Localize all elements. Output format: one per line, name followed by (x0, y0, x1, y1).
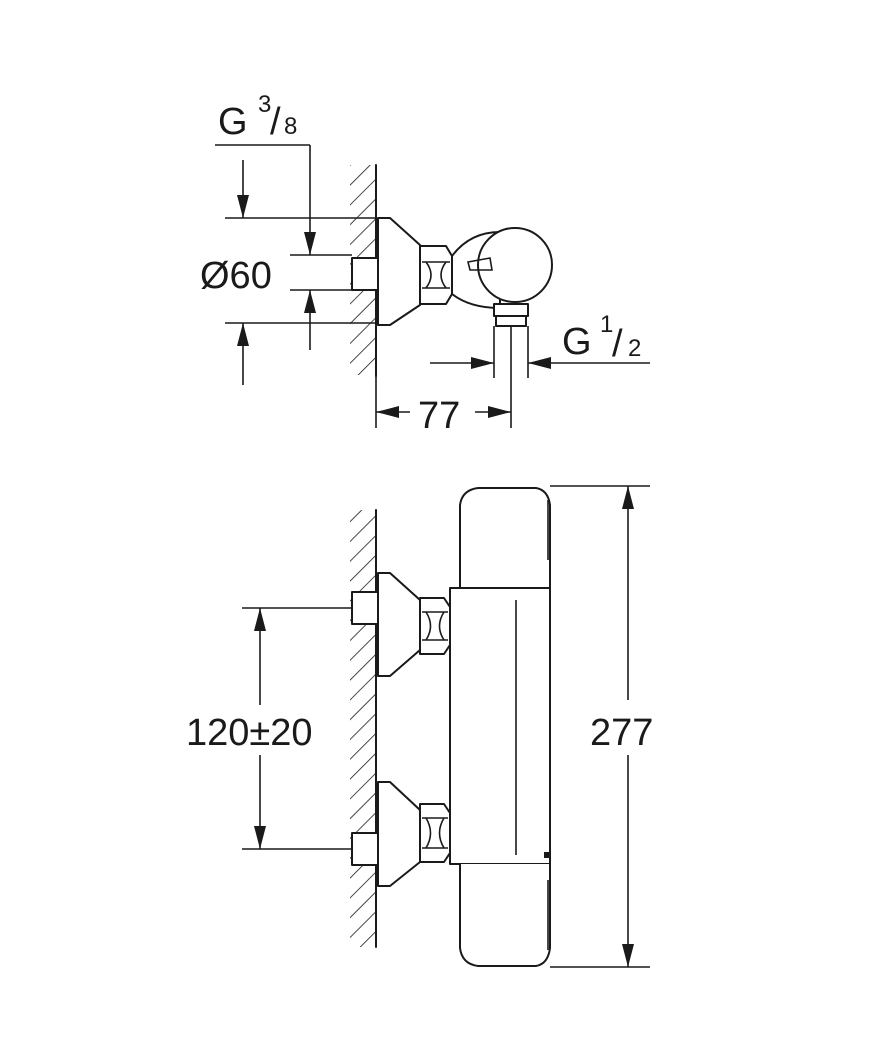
inlet-stub-top (351, 257, 379, 291)
dim-g38: G 3 / 8 (215, 91, 376, 385)
bottom-cap (459, 863, 551, 967)
label-g38-num: 3 (258, 91, 271, 118)
nut-top (419, 245, 453, 305)
dim-height: 277 (550, 485, 653, 968)
knob-grip-mark (467, 257, 493, 271)
nut-upper (419, 597, 451, 655)
label-g12-slash: / (612, 323, 623, 365)
temp-marker (544, 852, 550, 858)
dim-depth: 77 (375, 326, 512, 437)
label-g38-main: G (218, 101, 248, 143)
wall-hatch-bottom (350, 509, 377, 948)
dim-spacing: 120±20 (186, 607, 352, 850)
label-height: 277 (590, 712, 653, 754)
valve-body (449, 587, 551, 865)
label-depth: 77 (418, 395, 460, 437)
escutcheon-upper (377, 572, 421, 677)
escutcheon-top (377, 217, 421, 326)
dim-g12: G 1 / 2 (430, 311, 650, 378)
inlet-stub-upper (351, 591, 379, 625)
inlet-stub-lower (351, 832, 379, 866)
label-g38-slash: / (270, 101, 281, 143)
nut-lower (419, 803, 451, 863)
front-view: 120±20 277 (186, 485, 653, 968)
label-g12-num: 1 (600, 311, 613, 338)
top-cap (459, 487, 551, 589)
label-g12-main: G (562, 321, 592, 363)
dim-diameter: Ø60 (200, 254, 352, 350)
label-diameter: Ø60 (200, 255, 272, 297)
label-spacing: 120±20 (186, 712, 313, 754)
label-g12-den: 2 (628, 335, 641, 362)
side-view: G 3 / 8 Ø60 G 1 / 2 (200, 91, 650, 437)
outlet-top (493, 303, 529, 327)
control-knob-top (477, 227, 553, 303)
label-g38-den: 8 (284, 113, 297, 140)
escutcheon-lower (377, 781, 421, 887)
